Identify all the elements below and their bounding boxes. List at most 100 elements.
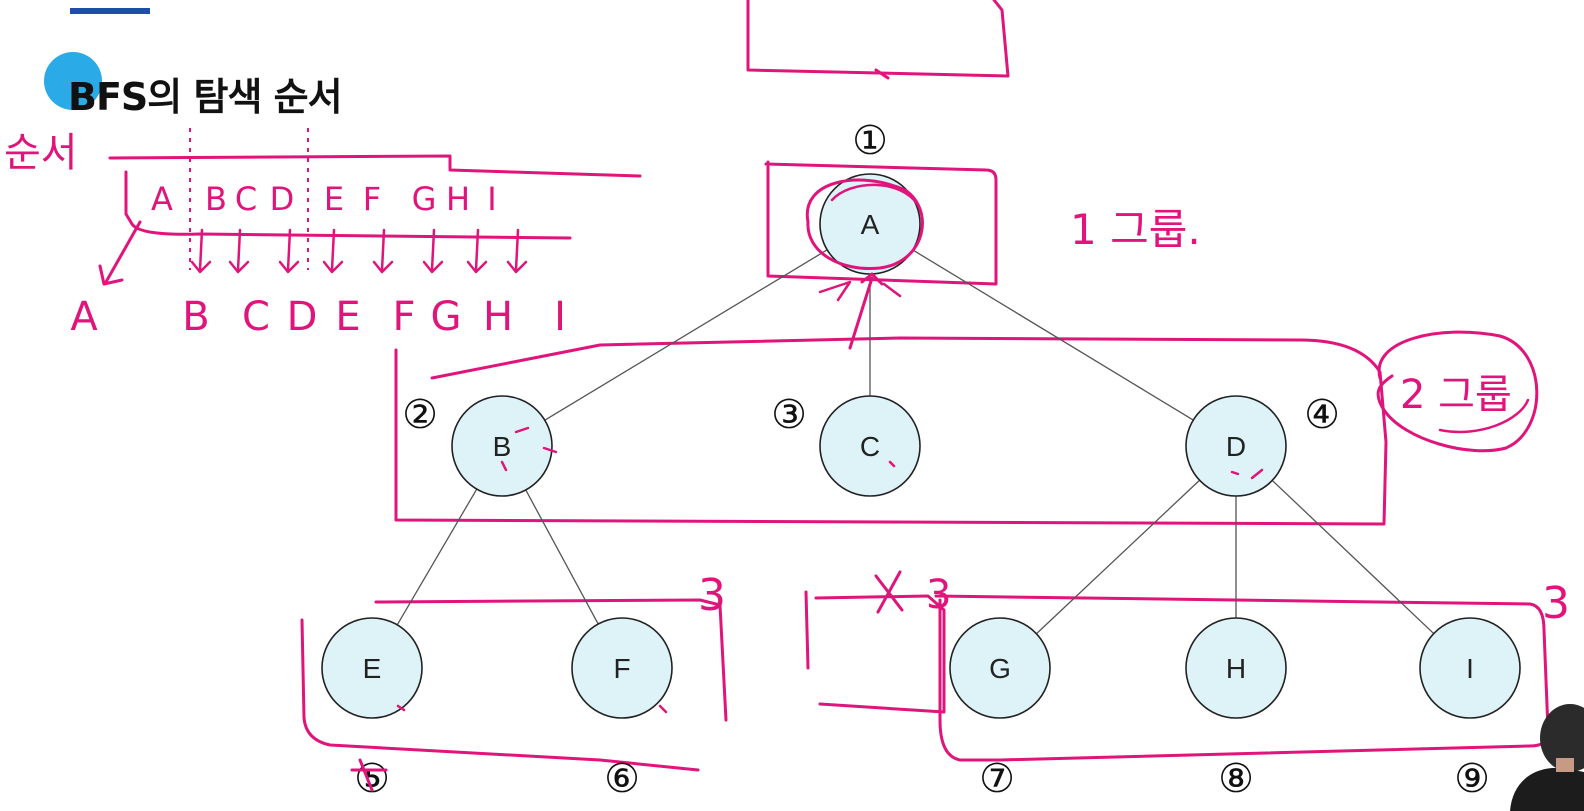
node-B: [451, 395, 553, 497]
edge-A-B: [544, 249, 828, 421]
group2-box: [394, 336, 1388, 526]
node-label-E: E: [363, 653, 382, 684]
queue-letter-A: A: [151, 180, 173, 218]
output-letter-C: C: [242, 294, 270, 340]
top-box-tick: [874, 68, 890, 80]
node-label-H: H: [1226, 653, 1246, 684]
group3-right-label: 3: [1542, 578, 1570, 629]
tick-F: [658, 704, 668, 714]
node-F: [571, 617, 673, 719]
slide-title: BFS의 탐색 순서: [44, 52, 464, 119]
title-bullet-dot: [44, 52, 102, 110]
output-letter-D: D: [287, 294, 318, 340]
group1-box: [764, 160, 998, 286]
queue-letter-I: I: [487, 180, 496, 218]
tick-C: [888, 460, 896, 468]
queue-letter-D: D: [270, 180, 295, 218]
output-letter-B: B: [182, 294, 209, 340]
node-label-F: F: [613, 653, 630, 684]
arrow-to-A-b: [818, 280, 852, 302]
output-letter-A: A: [70, 294, 98, 340]
order-label-H: ⑧: [1218, 756, 1254, 802]
order-label-B: ②: [402, 392, 438, 438]
tick-B-2: [542, 446, 558, 454]
order-label-A: ①: [852, 118, 888, 164]
edge-B-F: [525, 489, 599, 625]
top-decor-bar: [70, 0, 150, 14]
order-handwritten-label: 순서: [4, 130, 78, 176]
node-label-I: I: [1466, 653, 1474, 684]
group3-left-box-b: [374, 598, 728, 722]
node-label-A: A: [861, 209, 880, 240]
node-H: [1185, 617, 1287, 719]
order-label-F: ⑥: [604, 756, 640, 802]
arrow-to-A-c: [882, 282, 902, 298]
order-label-G: ⑦: [979, 756, 1015, 802]
queue-letter-H: H: [446, 180, 470, 218]
group3-left-label: 3: [698, 570, 726, 621]
visit-order-labels: ① ② ③ ④ ⑤ ⑥ ⑦ ⑧ ⑨: [354, 118, 1490, 802]
edge-D-I: [1271, 479, 1435, 635]
top-box-scribble: [746, 0, 1010, 78]
queue-letter-G: G: [412, 180, 437, 218]
order-label-C: ③: [771, 392, 807, 438]
queue-top-line: [108, 154, 642, 178]
queue-arrow-head-1: [190, 260, 212, 274]
cross-group3-label: 3: [926, 572, 951, 618]
node-label-C: C: [860, 431, 880, 462]
node-A-circle-scribble: [805, 178, 924, 271]
output-letter-F: F: [392, 294, 415, 340]
edge-D-G: [1035, 479, 1201, 635]
tick-B-3: [500, 460, 508, 472]
order-label-I: ⑨: [1454, 756, 1490, 802]
output-letter-I: I: [554, 294, 566, 340]
queue-arrow-head-4: [322, 260, 344, 274]
cross-x-mark: [874, 570, 904, 614]
queue-arrow-5: [380, 228, 386, 272]
queue-letter-C: C: [235, 180, 257, 218]
queue-arrow-4: [330, 228, 336, 272]
queue-arrow-head-2: [228, 260, 250, 274]
annotation-back-layer: [300, 0, 1550, 772]
order-label-E: ⑤: [354, 756, 390, 802]
queue-arrow-head-6: [422, 260, 444, 274]
tree-edges: [396, 249, 1435, 635]
node-A-circle-scribble-2: [830, 183, 920, 207]
tick-E: [396, 704, 406, 712]
group1-label: 1 그룹.: [1070, 205, 1201, 254]
node-label-G: G: [989, 653, 1011, 684]
queue-arrow-A-head: [98, 264, 124, 286]
edge-B-E: [396, 488, 478, 626]
queue-arrow-A: [104, 220, 142, 284]
queue-arrow-head-3: [278, 260, 300, 274]
queue-arrow-8: [514, 228, 520, 272]
order-label-D: ④: [1304, 392, 1340, 438]
output-letter-E: E: [335, 294, 360, 340]
queue-arrow-2: [236, 228, 242, 272]
queue-arrow-head-7: [466, 260, 488, 274]
arrow-to-A-a-head: [860, 272, 884, 286]
queue-arrow-head-5: [372, 260, 394, 274]
arrow-to-A-a: [848, 276, 874, 350]
tick-D-2: [1250, 468, 1264, 480]
queue-letter-B: B: [205, 180, 227, 218]
group2-label: 2 그룹: [1400, 372, 1512, 418]
node-C: [819, 395, 921, 497]
title-text: BFS의 탐색 순서: [68, 75, 343, 119]
node-label-B: B: [493, 431, 512, 462]
output-letter-H: H: [483, 294, 513, 340]
node-E: [321, 617, 423, 719]
node-G: [949, 617, 1051, 719]
tick-B-1: [514, 426, 530, 434]
node-label-D: D: [1226, 431, 1246, 462]
cross-box: [814, 594, 946, 714]
queue-bottom-line: [124, 170, 572, 240]
queue-arrow-6: [430, 228, 436, 272]
queue-arrow-head-8: [506, 260, 528, 274]
edge-A-D: [912, 249, 1194, 421]
queue-arrow-3: [286, 228, 292, 272]
group3-left-box-a: [300, 618, 700, 772]
